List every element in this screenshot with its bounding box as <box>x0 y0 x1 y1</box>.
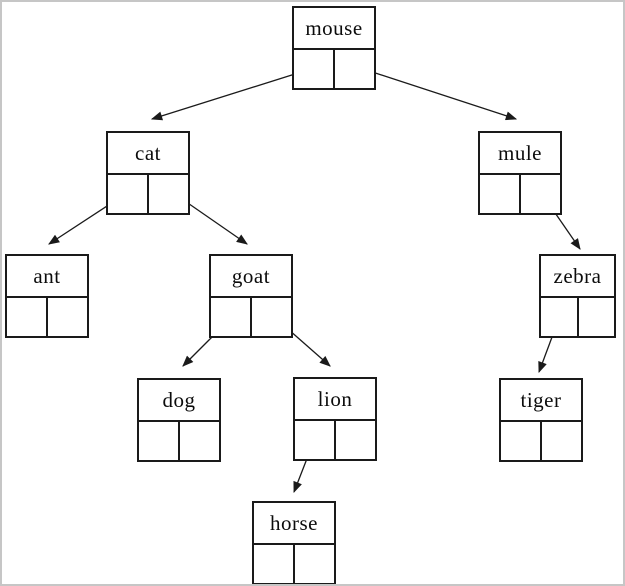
left-pointer-cell <box>108 175 149 213</box>
left-pointer-cell <box>501 422 542 460</box>
left-pointer-cell <box>541 298 579 336</box>
left-pointer-cell <box>7 298 48 336</box>
pointer-cells <box>108 175 188 213</box>
left-pointer-cell <box>295 421 336 459</box>
left-pointer-cell <box>139 422 180 460</box>
right-pointer-cell <box>180 422 219 460</box>
node-goat: goat <box>209 254 293 338</box>
right-pointer-cell <box>579 298 615 336</box>
pointer-cells <box>501 422 581 460</box>
node-label: mouse <box>294 8 374 50</box>
right-pointer-cell <box>149 175 188 213</box>
right-pointer-cell <box>295 545 334 583</box>
node-lion: lion <box>293 377 377 461</box>
pointer-cells <box>7 298 87 336</box>
right-pointer-cell <box>252 298 291 336</box>
pointer-cells <box>211 298 291 336</box>
node-label: tiger <box>501 380 581 422</box>
node-zebra: zebra <box>539 254 616 338</box>
left-pointer-cell <box>294 50 335 88</box>
right-pointer-cell <box>335 50 374 88</box>
node-label: dog <box>139 380 219 422</box>
node-horse: horse <box>252 501 336 584</box>
node-label: zebra <box>541 256 614 298</box>
pointer-cells <box>294 50 374 88</box>
pointer-cells <box>254 545 334 583</box>
edge-mouse-mule <box>353 65 518 121</box>
node-ant: ant <box>5 254 89 338</box>
node-label: goat <box>211 256 291 298</box>
right-pointer-cell <box>336 421 375 459</box>
pointer-cells <box>480 175 560 213</box>
left-pointer-cell <box>211 298 252 336</box>
node-label: ant <box>7 256 87 298</box>
node-label: mule <box>480 133 560 175</box>
node-mule: mule <box>478 131 562 215</box>
edge-mouse-cat <box>150 67 315 121</box>
pointer-cells <box>139 422 219 460</box>
right-pointer-cell <box>521 175 560 213</box>
left-pointer-cell <box>480 175 521 213</box>
node-label: horse <box>254 503 334 545</box>
node-tiger: tiger <box>499 378 583 462</box>
right-pointer-cell <box>48 298 87 336</box>
node-label: lion <box>295 379 375 421</box>
left-pointer-cell <box>254 545 295 583</box>
pointer-cells <box>541 298 614 336</box>
right-pointer-cell <box>542 422 581 460</box>
node-label: cat <box>108 133 188 175</box>
node-mouse: mouse <box>292 6 376 90</box>
node-cat: cat <box>106 131 190 215</box>
node-dog: dog <box>137 378 221 462</box>
pointer-cells <box>295 421 375 459</box>
